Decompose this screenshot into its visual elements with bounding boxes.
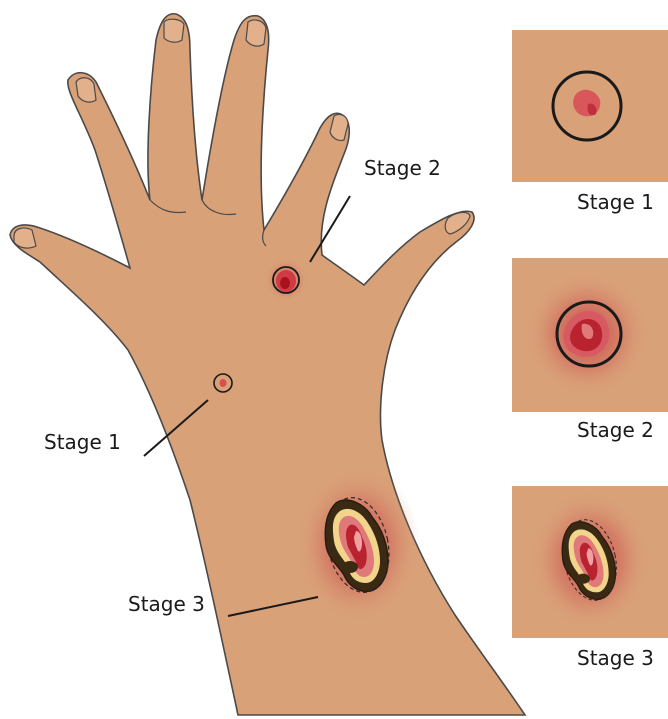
hand-wound-stage-2 <box>264 258 308 302</box>
closeup-panel-stage-1: Stage 1 <box>512 30 668 214</box>
closeup-panel-stage-2: Stage 2 <box>512 258 668 442</box>
label-stage-1: Stage 1 <box>44 430 121 454</box>
panel-caption-stage-3: Stage 3 <box>577 646 654 670</box>
closeup-panel-stage-3: Stage 3 <box>512 486 668 670</box>
panel-caption-stage-1: Stage 1 <box>577 190 654 214</box>
label-stage-2: Stage 2 <box>364 156 441 180</box>
fingernail <box>164 19 184 42</box>
panel-caption-stage-2: Stage 2 <box>577 418 654 442</box>
label-stage-3: Stage 3 <box>128 592 205 616</box>
fingernail <box>14 228 36 248</box>
hand-outline <box>10 14 525 715</box>
hand-illustration <box>10 14 525 715</box>
hand-wound-stage-3 <box>296 467 420 623</box>
fingernail <box>246 20 266 46</box>
